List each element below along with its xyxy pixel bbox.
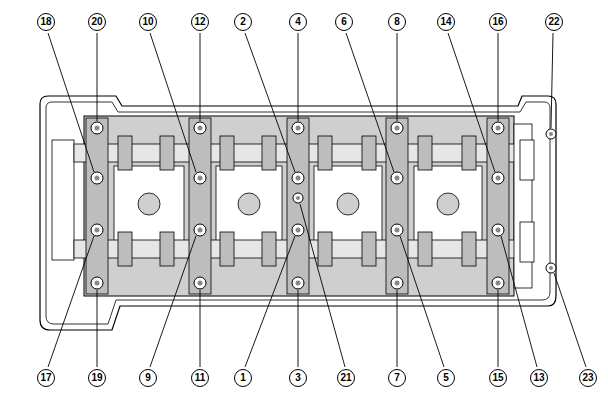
end-plate	[52, 140, 74, 260]
callout-number: 23	[579, 369, 597, 387]
callout-number: 7	[388, 369, 406, 387]
callout-number: 17	[37, 369, 55, 387]
callout-number: 19	[88, 369, 106, 387]
callout-number: 14	[437, 13, 455, 31]
callout-number: 15	[489, 369, 507, 387]
callout-number: 5	[437, 369, 455, 387]
callout-number: 9	[139, 369, 157, 387]
cam-caps	[86, 118, 509, 294]
callout-number: 3	[289, 369, 307, 387]
callout-number: 22	[545, 13, 563, 31]
callout-number: 10	[139, 13, 157, 31]
callout-number: 13	[530, 369, 548, 387]
callout-number: 2	[234, 13, 252, 31]
callout-number: 20	[88, 13, 106, 31]
callout-number: 12	[191, 13, 209, 31]
callout-number: 21	[337, 369, 355, 387]
callout-number: 11	[191, 369, 209, 387]
leader-lines	[48, 33, 586, 367]
callout-number: 1	[234, 369, 252, 387]
callout-number: 4	[289, 13, 307, 31]
callout-number: 8	[388, 13, 406, 31]
callout-number: 16	[489, 13, 507, 31]
head-ground	[84, 116, 514, 296]
sprocket-housing	[514, 124, 534, 288]
callout-number: 18	[37, 13, 55, 31]
callout-number: 6	[335, 13, 353, 31]
